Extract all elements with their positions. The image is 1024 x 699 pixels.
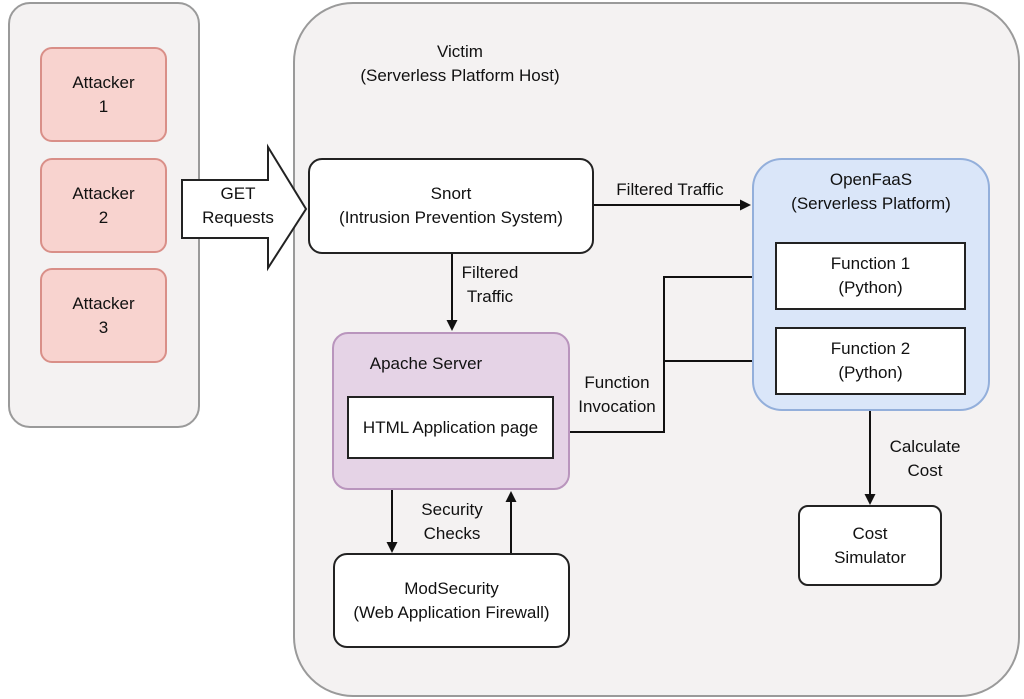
security-checks-label: Security Checks <box>410 498 494 546</box>
modsecurity-node: ModSecurity (Web Application Firewall) <box>333 553 570 648</box>
openfaas-subtitle: (Serverless Platform) <box>791 194 951 213</box>
calculate-cost-line1: Calculate <box>889 437 961 456</box>
function-invocation-line2: Invocation <box>578 397 656 416</box>
cost-simulator-line1: Cost <box>852 523 888 543</box>
modsecurity-title: ModSecurity <box>404 578 499 598</box>
arrowhead-snort-openfaas <box>740 199 751 211</box>
cost-simulator-node: Cost Simulator <box>798 505 942 586</box>
get-requests-arrow <box>181 143 308 272</box>
victim-title-line2: (Serverless Platform Host) <box>360 66 560 85</box>
snort-subtitle: (Intrusion Prevention System) <box>339 208 563 227</box>
function-2-title: Function 2 <box>830 339 911 358</box>
attacker-1-node: Attacker 1 <box>40 47 167 142</box>
filtered-traffic-down-label: Filtered Traffic <box>454 261 526 309</box>
filtered-traffic-right-text: Filtered Traffic <box>616 180 724 199</box>
attacker-3-number: 3 <box>98 317 109 337</box>
function-2-runtime: (Python) <box>838 363 903 382</box>
attacker-3-node: Attacker 3 <box>40 268 167 363</box>
function-invocation-label: Function Invocation <box>572 371 662 419</box>
cost-simulator-line2: Simulator <box>834 547 906 567</box>
attacker-1-label: Attacker <box>72 72 135 92</box>
snort-node: Snort (Intrusion Prevention System) <box>308 158 594 254</box>
get-requests-line2: Requests <box>202 208 274 227</box>
arrowhead-apache <box>505 491 517 502</box>
openfaas-title: OpenFaaS <box>829 170 913 189</box>
calculate-cost-label: Calculate Cost <box>880 435 970 483</box>
arrowhead-modsecurity <box>386 542 398 553</box>
get-requests-line1: GET <box>220 184 256 203</box>
security-checks-line2: Checks <box>423 524 481 543</box>
filtered-traffic-down-line1: Filtered <box>461 263 519 282</box>
snort-title: Snort <box>430 184 472 203</box>
arrowhead-cost <box>864 494 876 505</box>
filtered-traffic-right-label: Filtered Traffic <box>600 178 740 202</box>
attacker-3-label: Attacker <box>72 293 135 313</box>
attacker-2-node: Attacker 2 <box>40 158 167 253</box>
victim-title: Victim (Serverless Platform Host) <box>345 40 575 88</box>
apache-server-title-text: Apache Server <box>369 354 483 373</box>
attacker-1-number: 1 <box>98 96 109 116</box>
html-application-page-label: HTML Application page <box>362 417 539 437</box>
attacker-2-number: 2 <box>98 207 109 227</box>
function-1-runtime: (Python) <box>838 278 903 297</box>
calculate-cost-line2: Cost <box>907 461 943 480</box>
modsecurity-subtitle: (Web Application Firewall) <box>353 602 550 622</box>
function-2-node: Function 2 (Python) <box>775 327 966 395</box>
html-application-page-node: HTML Application page <box>347 396 554 459</box>
function-1-title: Function 1 <box>830 254 911 273</box>
apache-server-title: Apache Server <box>346 352 506 376</box>
security-checks-line1: Security <box>421 500 483 519</box>
function-invocation-line1: Function <box>584 373 650 392</box>
get-requests-label: GET Requests <box>188 182 288 230</box>
victim-title-line1: Victim <box>437 42 483 61</box>
edge-invocation <box>554 276 766 433</box>
filtered-traffic-down-line2: Traffic <box>466 287 514 306</box>
attacker-2-label: Attacker <box>72 183 135 203</box>
arrowhead-snort-apache <box>446 320 458 331</box>
function-1-node: Function 1 (Python) <box>775 242 966 310</box>
